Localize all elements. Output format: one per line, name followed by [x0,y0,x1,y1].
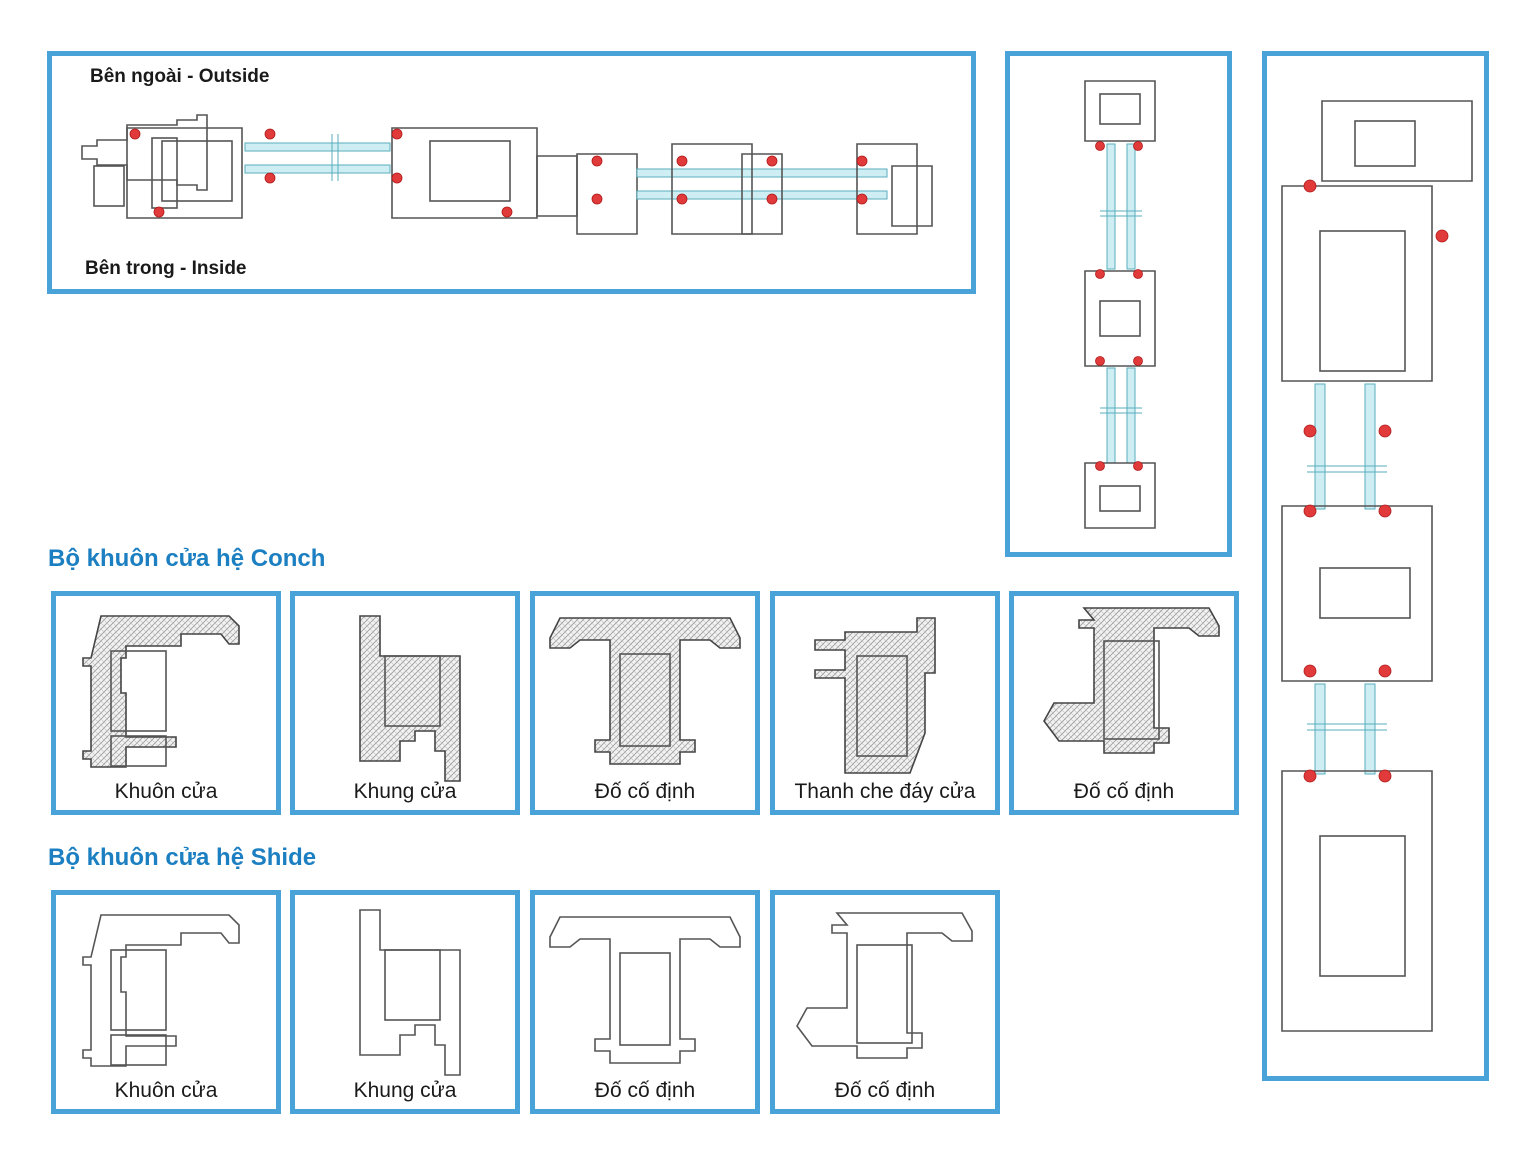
shide-label-4: Đố cố định [834,1079,936,1102]
conch-section-title: Bộ khuôn cửa hệ Conch [48,545,326,572]
conch-do-co-dinh-1-profile [549,617,741,765]
conch-card-khung-cua: Khung cửa [290,591,520,815]
conch-card-thanh-che-day-cua: Thanh che đáy cửa [770,591,1000,815]
conch-card-do-co-dinh-2: Đố cố định [1009,591,1239,815]
conch-khuon-cua-profile [82,615,240,768]
shide-do-co-dinh-2-profile [796,912,973,1059]
conch-label-1: Khuôn cửa [114,780,218,803]
conch-label-3: Đố cố định [594,780,696,803]
horizontal-section-drawing [81,114,933,235]
assembly-vertical-panel [1005,51,1232,557]
shide-card-do-co-dinh-1: Đố cố định [530,890,760,1114]
shide-label-3: Đố cố định [594,1079,696,1102]
assembly-tall-panel [1262,51,1489,1081]
conch-card-khuon-cua: Khuôn cửa [51,591,281,815]
shide-section-title: Bộ khuôn cửa hệ Shide [48,844,317,871]
conch-do-co-dinh-2-profile [1043,607,1220,754]
outside-label: Bên ngoài - Outside [90,66,270,87]
conch-label-2: Khung cửa [353,780,457,803]
shide-card-khuon-cua: Khuôn cửa [51,890,281,1114]
conch-label-5: Đố cố định [1073,780,1175,803]
inside-label: Bên trong - Inside [85,258,247,279]
shide-khuon-cua-profile [82,914,240,1067]
tall-section-drawing [1281,100,1473,1032]
shide-label-1: Khuôn cửa [114,1079,218,1102]
assembly-horizontal-panel: Bên ngoài - Outside Bên trong - Inside [47,51,976,294]
shide-label-2: Khung cửa [353,1079,457,1102]
vertical-section-drawing [1084,80,1156,529]
conch-label-4: Thanh che đáy cửa [794,780,976,803]
conch-card-do-co-dinh-1: Đố cố định [530,591,760,815]
shide-card-khung-cua: Khung cửa [290,890,520,1114]
shide-khung-cua-profile [359,909,461,1076]
conch-thanh-che-profile [814,617,936,774]
shide-card-do-co-dinh-2: Đố cố định [770,890,1000,1114]
shide-do-co-dinh-1-profile [549,916,741,1064]
conch-khung-cua-profile [359,615,461,782]
